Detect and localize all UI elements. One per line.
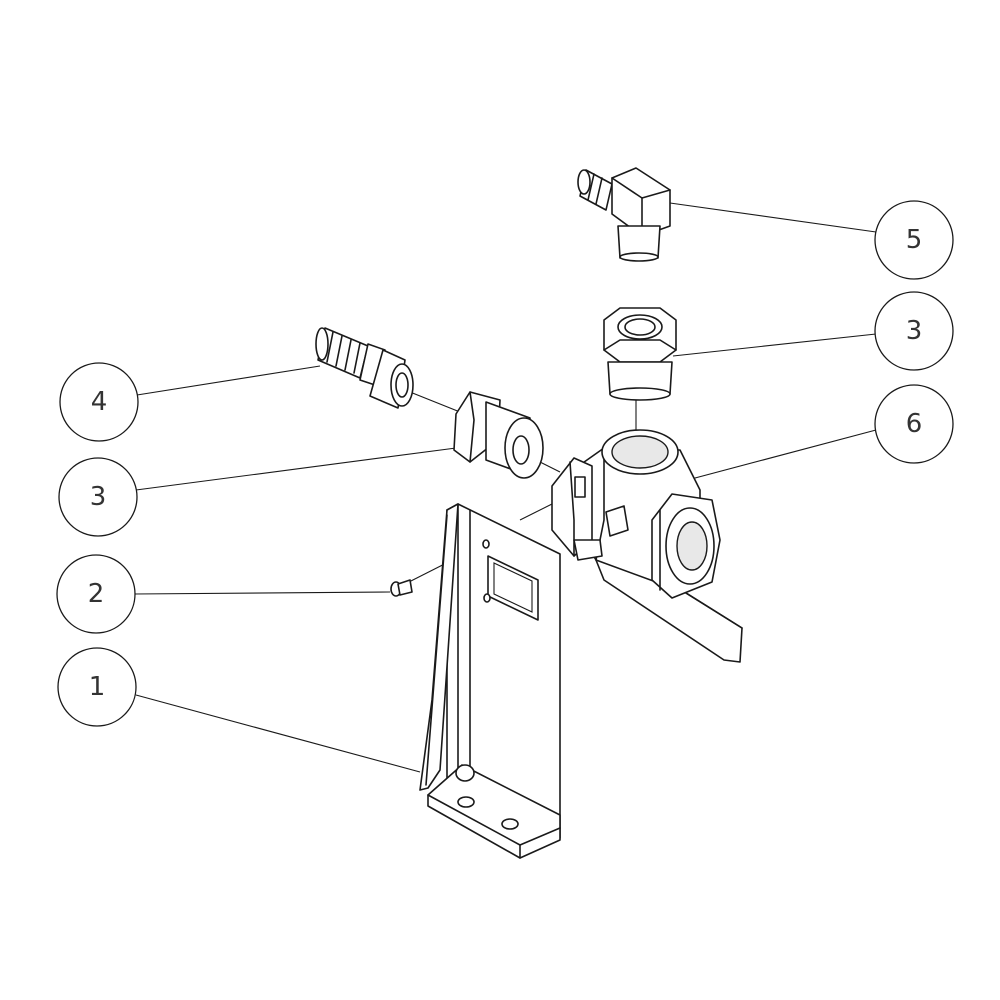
part-5-elbow-fitting: [577, 167, 671, 262]
callout-label-2: 2: [88, 579, 105, 609]
leader-line-6: [679, 429, 877, 483]
part-1-mounting-bracket: [419, 503, 561, 859]
callout-label-1: 1: [89, 672, 106, 702]
leader-line-5: [669, 202, 877, 233]
callout-label-4: 4: [91, 387, 108, 417]
leader-line-3b: [672, 333, 877, 357]
callout-6: 6: [874, 384, 954, 464]
callout-5: 5: [874, 200, 954, 280]
leader-line-4: [136, 365, 321, 396]
part-3-adapter-top: [603, 307, 677, 401]
callout-3a: 3: [58, 457, 138, 537]
part-4-hose-barb: [315, 327, 414, 409]
leader-lines: [133, 202, 877, 773]
callout-label-5: 5: [906, 225, 923, 255]
callout-1: 1: [57, 647, 137, 727]
callout-label-3b: 3: [906, 316, 923, 346]
part-3-adapter-left: [453, 391, 544, 479]
callout-3b: 3: [874, 291, 954, 371]
callout-label-3a: 3: [90, 482, 107, 512]
callout-4: 4: [59, 362, 139, 442]
callout-label-6: 6: [906, 409, 923, 439]
leader-line-1: [135, 694, 421, 773]
leader-line-3a: [135, 447, 457, 491]
part-2-screw: [390, 579, 413, 597]
leader-line-2: [133, 591, 391, 595]
part-6-ball-valve: [551, 429, 743, 663]
callout-2: 2: [56, 554, 136, 634]
